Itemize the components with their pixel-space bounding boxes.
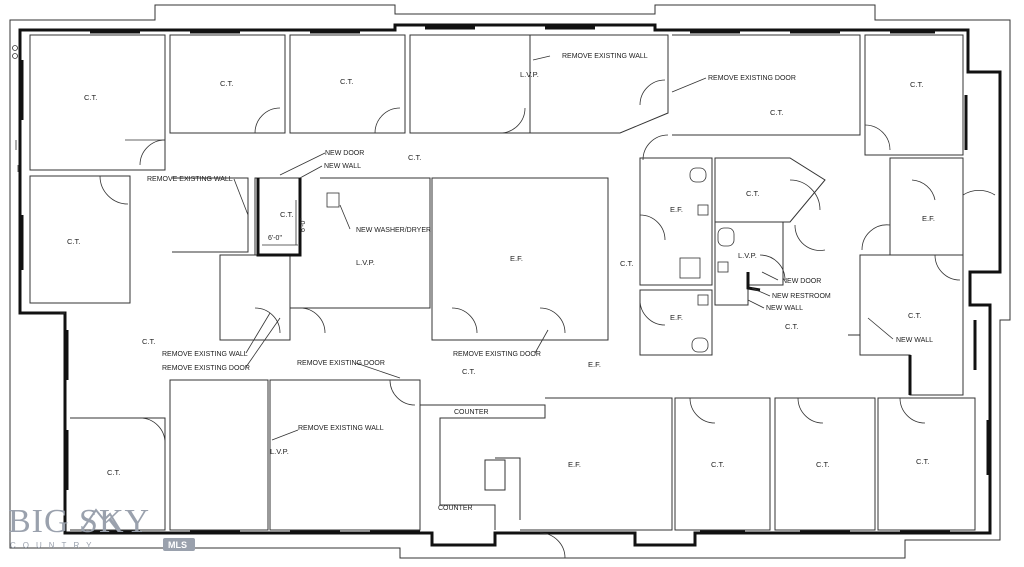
note-remove-wall-left: REMOVE EXISTING WALL [147, 176, 233, 183]
logo-main-text: BIG SKY [8, 503, 150, 540]
door-swings [99, 79, 996, 559]
dimension-height: 6'-0" [300, 218, 307, 232]
note-new-restroom: NEW RESTROOM [772, 293, 831, 300]
note-new-wall-restroom: NEW WALL [766, 305, 803, 312]
room-label: E.F. [568, 460, 581, 469]
room-label: C.T. [107, 468, 120, 477]
room-label: C.T. [746, 189, 759, 198]
room-label: L.V.P. [270, 447, 289, 456]
room-label: C.T. [770, 108, 783, 117]
note-new-door-restroom: NEW DOOR [782, 278, 821, 285]
room-label: C.T. [67, 237, 80, 246]
outer-outline [9, 4, 1011, 559]
room-label: C.T. [142, 337, 155, 346]
note-washer-dryer: NEW WASHER/DRYER [356, 227, 431, 234]
room-labels: C.T. C.T. C.T. L.V.P. C.T. C.T. C.T. C.T… [67, 70, 935, 477]
room-label: E.F. [922, 214, 935, 223]
note-counter-bottom: COUNTER [438, 505, 473, 512]
exterior-wall [18, 23, 1002, 547]
room-label: L.V.P. [738, 251, 757, 260]
room-label: C.T. [711, 460, 724, 469]
room-label: E.F. [670, 313, 683, 322]
big-sky-country-mls-logo: BIG SKY COUNTRY MLS [8, 503, 195, 551]
note-counter-top: COUNTER [454, 409, 489, 416]
note-remove-wall-mid: REMOVE EXISTING WALL [162, 351, 248, 358]
room-label: L.V.P. [356, 258, 375, 267]
room-label: C.T. [908, 311, 921, 320]
logo-sub-text: COUNTRY [10, 541, 98, 550]
room-label: C.T. [785, 322, 798, 331]
mountain-icon [81, 508, 121, 531]
room-label: C.T. [910, 80, 923, 89]
note-new-wall: NEW WALL [324, 163, 361, 170]
mls-badge-text: MLS [168, 540, 187, 550]
room-label: C.T. [816, 460, 829, 469]
fixtures [326, 167, 735, 353]
note-remove-wall-bottom: REMOVE EXISTING WALL [298, 425, 384, 432]
interior-walls [29, 34, 976, 531]
room-label: C.T. [620, 259, 633, 268]
room-label: E.F. [510, 254, 523, 263]
note-remove-door-top: REMOVE EXISTING DOOR [708, 75, 796, 82]
room-label: L.V.P. [520, 70, 539, 79]
room-label: E.F. [670, 205, 683, 214]
room-label: E.F. [588, 360, 601, 369]
room-label: C.T. [340, 77, 353, 86]
dimension-width: 6'-0" [268, 235, 282, 242]
note-remove-wall-top: REMOVE EXISTING WALL [562, 53, 648, 60]
room-label: C.T. [462, 367, 475, 376]
note-remove-door-mid: REMOVE EXISTING DOOR [162, 365, 250, 372]
room-label: C.T. [408, 153, 421, 162]
edge-marks [12, 45, 19, 172]
room-label: C.T. [220, 79, 233, 88]
new-walls [256, 178, 912, 395]
note-new-wall-right: NEW WALL [896, 337, 933, 344]
room-label: C.T. [84, 93, 97, 102]
note-remove-door-center: REMOVE EXISTING DOOR [297, 360, 385, 367]
dimension-lines [262, 200, 298, 246]
windows [20, 26, 990, 533]
note-new-door: NEW DOOR [325, 150, 364, 157]
room-label: C.T. [916, 457, 929, 466]
mls-badge [163, 538, 195, 551]
room-label: C.T. [280, 210, 293, 219]
note-remove-door-ef: REMOVE EXISTING DOOR [453, 351, 541, 358]
leader-lines [233, 55, 894, 441]
annotation-notes: REMOVE EXISTING WALL REMOVE EXISTING DOO… [147, 53, 933, 512]
